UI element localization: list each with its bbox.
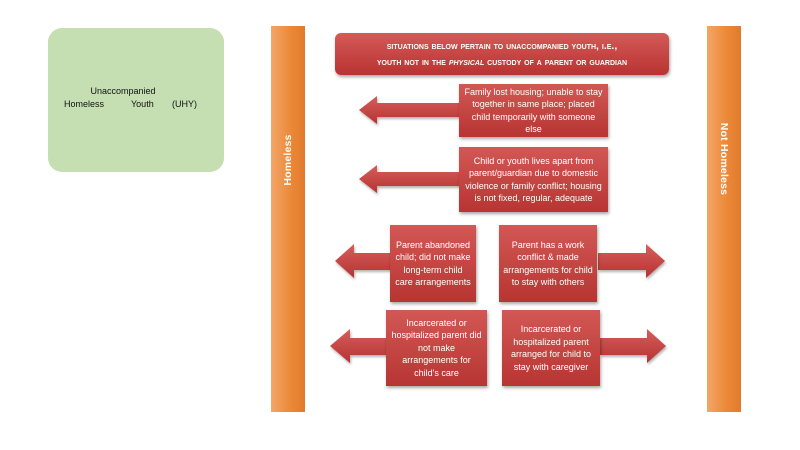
uhy-word-abbr: (UHY) (172, 99, 197, 109)
situation-lives-apart: Child or youth lives apart from parent/g… (459, 147, 608, 212)
situation-incarcerated-no-arrangements: Incarcerated or hospitalized parent did … (386, 310, 487, 386)
banner-line2: youth not in the physical custody of a p… (335, 54, 669, 70)
situation-text: Parent abandoned child; did not make lon… (395, 239, 471, 288)
uhy-word-youth: Youth (131, 99, 154, 109)
situation-text: Parent has a work conflict & made arrang… (503, 239, 593, 288)
banner-line2-end: custody of a parent or guardian (487, 56, 628, 68)
situation-text: Child or youth lives apart from parent/g… (465, 155, 602, 204)
banner-line2-emphasis: physical (448, 56, 485, 68)
banner-line1: Situations below pertain to unaccompanie… (386, 40, 618, 52)
arrow-left-icon (359, 165, 460, 193)
homeless-bar: Homeless (271, 26, 305, 412)
uhy-box (48, 28, 224, 172)
situation-family-lost-housing: Family lost housing; unable to stay toge… (459, 84, 608, 137)
uhy-label-line1: Unaccompanied (90, 86, 156, 96)
situation-parent-abandoned: Parent abandoned child; did not make lon… (390, 225, 476, 302)
situation-text: Family lost housing; unable to stay toge… (464, 86, 603, 135)
situations-banner: Situations below pertain to unaccompanie… (335, 33, 669, 75)
banner-line2-start: youth not in the (376, 56, 446, 68)
arrow-right-icon (600, 329, 666, 363)
arrow-left-icon (359, 96, 460, 124)
situation-work-conflict: Parent has a work conflict & made arrang… (499, 225, 597, 302)
arrow-left-icon (330, 329, 388, 363)
situation-incarcerated-arranged: Incarcerated or hospitalized parent arra… (502, 310, 600, 386)
not-homeless-bar: Not Homeless (707, 26, 741, 412)
situation-text: Incarcerated or hospitalized parent did … (391, 317, 482, 378)
situation-text: Incarcerated or hospitalized parent arra… (510, 324, 592, 372)
uhy-word-homeless: Homeless (64, 99, 105, 109)
arrow-left-icon (335, 244, 392, 278)
arrow-right-icon (598, 244, 665, 278)
